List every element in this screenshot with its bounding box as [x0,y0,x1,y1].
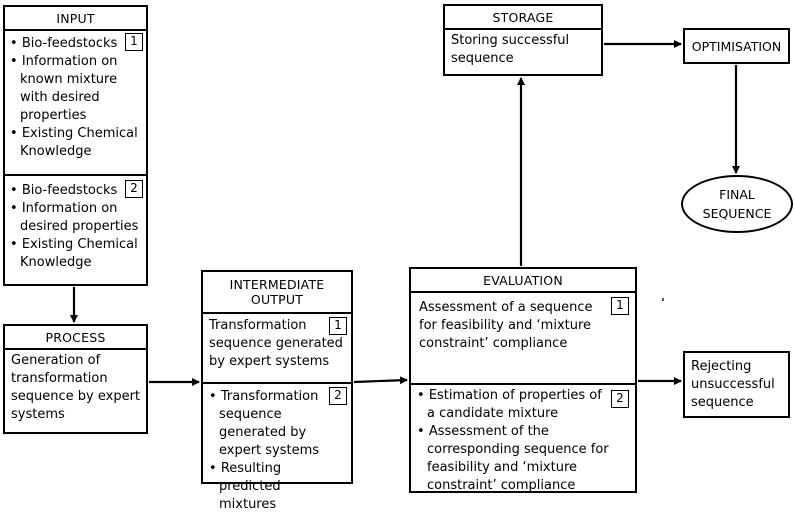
process-text: Generation of transformation sequence by… [11,353,141,422]
evaluation-section-2: 2 • Estimation of properties of a candid… [411,383,635,493]
section-number-badge: 1 [329,317,347,335]
input-title: INPUT [5,7,146,31]
section-number-badge: 2 [611,390,629,408]
input-section-2: 2 • Bio-feedstocks • Information on desi… [5,174,146,284]
section-number-badge: 2 [125,180,143,198]
final-sequence-oval: FINAL SEQUENCE [681,175,793,233]
optimisation-title: OPTIMISATION [691,38,782,54]
evaluation-title: EVALUATION [411,269,635,293]
evaluation-2-item-2: • Assessment of the corresponding sequen… [417,424,609,493]
evaluation-1-text: Assessment of a sequence for feasibility… [419,300,593,351]
input-2-item-3: • Existing Chemical Knowledge [10,237,138,270]
section-number-badge: 2 [329,387,347,405]
storage-box: STORAGE Storing successful sequence [443,4,603,76]
input-box: INPUT 1 • Bio-feedstocks • Information o… [3,5,148,286]
section-number-badge: 1 [611,297,629,315]
intermediate-output-title: INTERMEDIATE OUTPUT [203,272,351,314]
input-1-item-1: • Bio-feedstocks [10,36,118,51]
stray-mark [662,298,664,301]
storage-text: Storing successful sequence [451,33,570,66]
input-section-1: 1 • Bio-feedstocks • Information on know… [5,29,146,174]
intermediate-section-1: 1 Transformation sequence generated by e… [203,312,351,382]
arrow-intermediate-to-evaluation [353,376,408,385]
intermediate-output-box: INTERMEDIATE OUTPUT 1 Transformation seq… [201,270,353,512]
section-number-badge: 1 [125,33,143,51]
final-sequence-text: FINAL SEQUENCE [702,187,772,221]
evaluation-2-item-1: • Estimation of properties of a candidat… [417,388,602,421]
intermediate-2-item-1: • Transformation sequence generated by e… [209,389,320,458]
connector-arrows [70,40,740,386]
storage-title: STORAGE [445,6,601,30]
optimisation-box: OPTIMISATION [683,28,790,64]
process-box: PROCESS Generation of transformation seq… [3,324,148,434]
input-2-item-1: • Bio-feedstocks [10,183,118,198]
evaluation-section-1: 1 Assessment of a sequence for feasibili… [411,291,635,383]
input-2-item-2: • Information on desired properties [10,201,139,234]
intermediate-1-text: Transformation sequence generated by exp… [209,318,343,369]
input-1-item-2: • Information on known mixture with desi… [10,54,118,123]
input-1-item-3: • Existing Chemical Knowledge [10,126,138,159]
evaluation-box: EVALUATION 1 Assessment of a sequence fo… [409,267,637,493]
process-title: PROCESS [5,326,146,350]
rejecting-text: Rejecting unsuccessful sequence [691,359,775,410]
rejecting-box: Rejecting unsuccessful sequence [683,351,790,418]
